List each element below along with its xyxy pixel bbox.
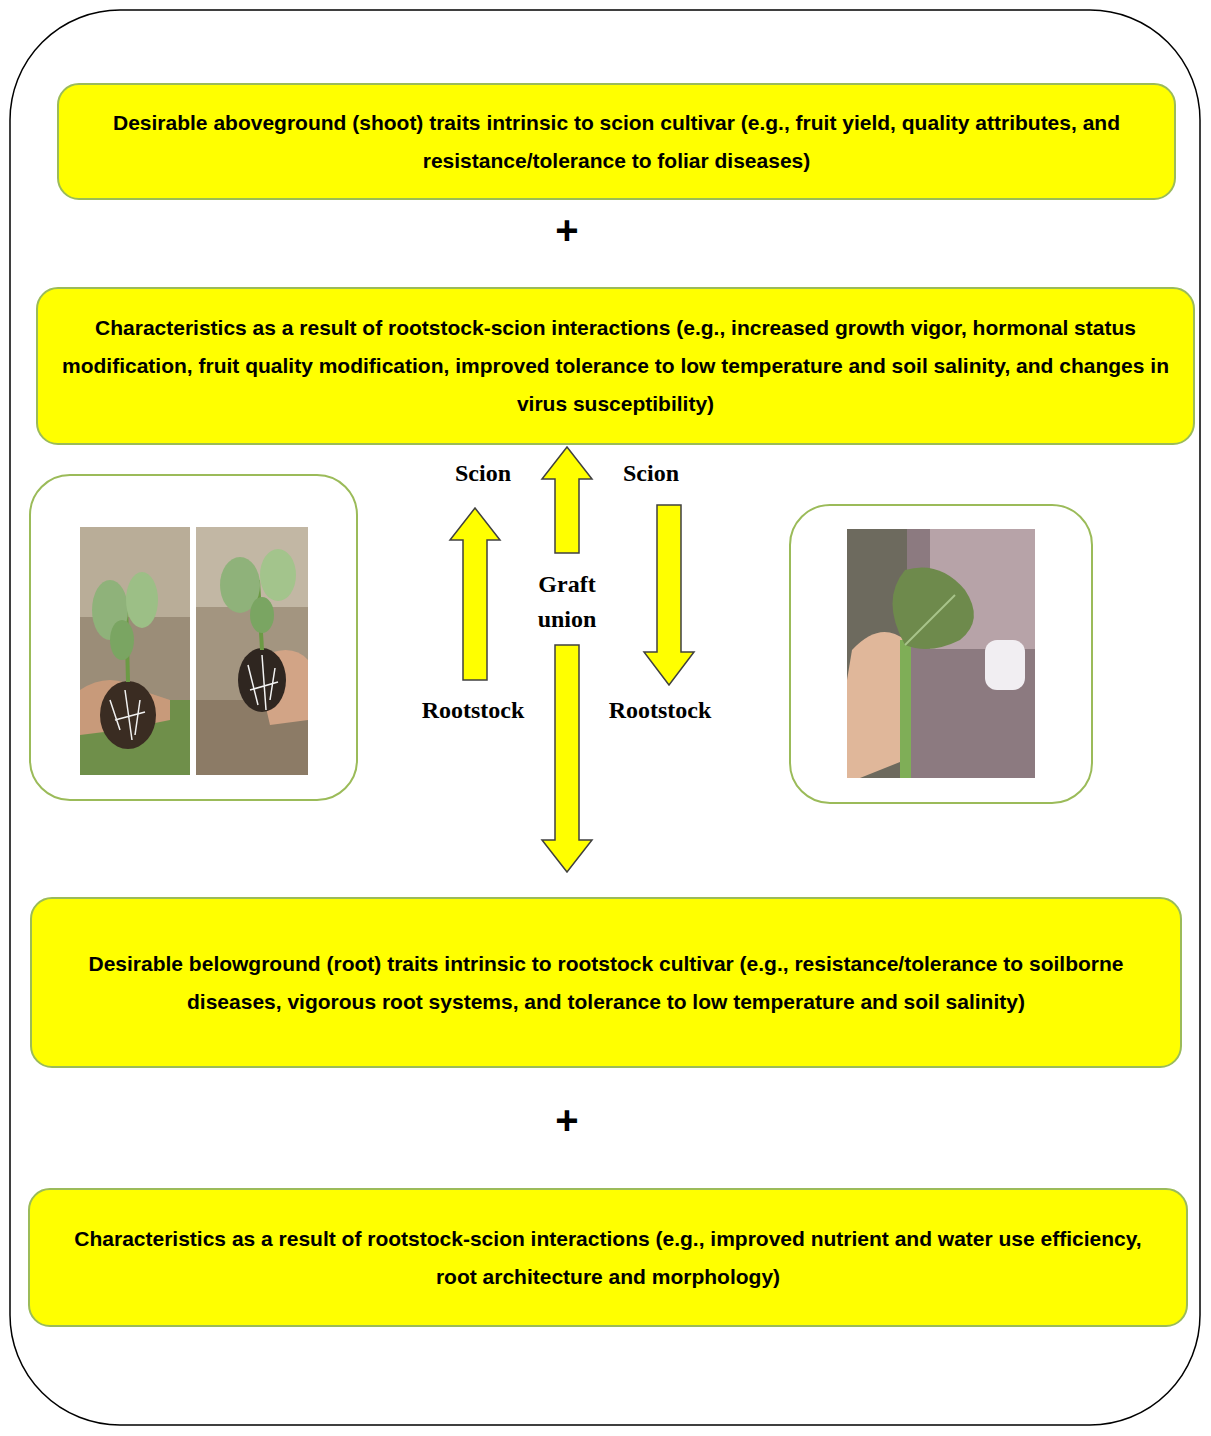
plus-sign: +: [555, 1098, 578, 1142]
outer-frame: [10, 10, 1200, 1425]
block-arrow: [644, 505, 694, 685]
box-text: Characteristics as a result of rootstock…: [52, 1220, 1164, 1296]
part-label: Scion: [623, 456, 679, 491]
trait-box: Desirable belowground (root) traits intr…: [30, 897, 1182, 1068]
trait-box: Desirable aboveground (shoot) traits int…: [57, 83, 1176, 200]
grafting-photo: [847, 529, 1035, 778]
block-arrow: [450, 508, 500, 680]
photo-frame: [790, 505, 1092, 803]
block-arrow: [542, 645, 592, 872]
part-label: Graft union: [522, 567, 612, 637]
box-text: Characteristics as a result of rootstock…: [60, 309, 1171, 423]
part-label: Rootstock: [609, 693, 712, 728]
box-text: Desirable belowground (root) traits intr…: [54, 945, 1158, 1021]
part-label: Scion: [455, 456, 511, 491]
block-arrow: [542, 447, 592, 553]
trait-box: Characteristics as a result of rootstock…: [36, 287, 1195, 445]
photo-frame: [30, 475, 357, 800]
trait-box: Characteristics as a result of rootstock…: [28, 1188, 1188, 1327]
part-label: Rootstock: [422, 693, 525, 728]
box-text: Desirable aboveground (shoot) traits int…: [81, 104, 1152, 180]
seedling-photo: [196, 527, 308, 775]
seedling-photo: [80, 527, 190, 775]
plus-sign: +: [555, 208, 578, 252]
